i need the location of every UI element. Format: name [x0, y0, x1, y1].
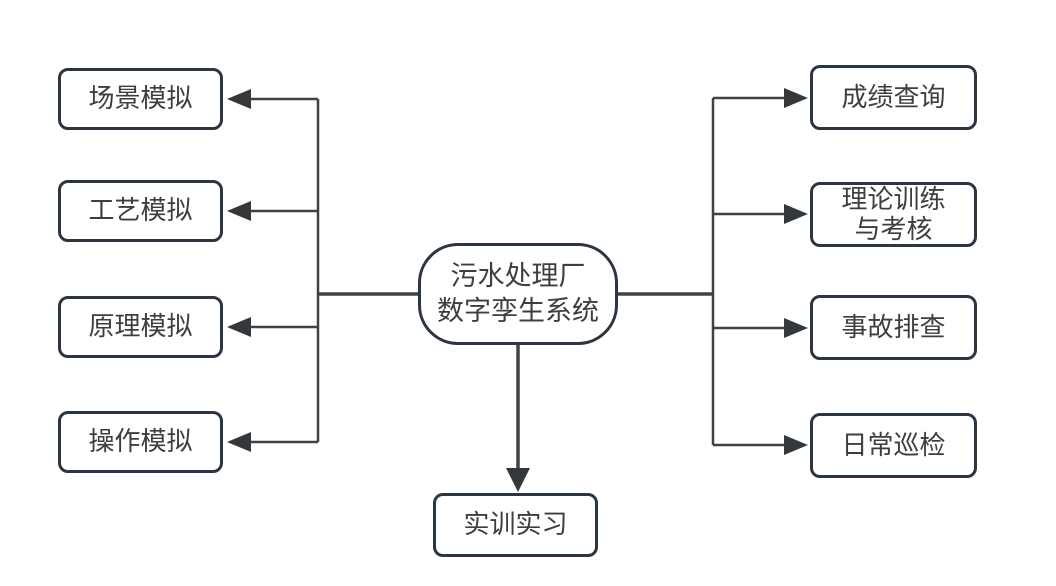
node-operation-simulation-label: 操作模拟	[88, 426, 193, 457]
node-accident-investigation-label: 事故排查	[841, 311, 946, 342]
node-practical-training: 实训实习	[433, 493, 598, 557]
node-daily-inspection: 日常巡检	[810, 413, 977, 478]
right-arrowhead-1	[784, 88, 808, 108]
node-scenario-simulation-label: 场景模拟	[88, 83, 193, 114]
node-operation-simulation: 操作模拟	[58, 411, 223, 473]
right-arrowhead-2	[784, 204, 808, 224]
left-arrowhead-4	[227, 432, 251, 452]
node-daily-inspection-label: 日常巡检	[841, 429, 946, 460]
node-score-query-label: 成绩查询	[841, 81, 946, 112]
node-accident-investigation: 事故排查	[810, 295, 977, 360]
node-principle-simulation-label: 原理模拟	[88, 311, 193, 342]
node-principle-simulation: 原理模拟	[58, 296, 223, 358]
node-theory-training-assessment: 理论训练 与考核	[810, 182, 977, 247]
left-arrowhead-3	[227, 317, 251, 337]
left-arrowhead-2	[227, 201, 251, 221]
left-arrowhead-1	[227, 89, 251, 109]
node-process-simulation-label: 工艺模拟	[88, 195, 193, 226]
node-score-query: 成绩查询	[810, 65, 977, 130]
down-arrowhead	[506, 468, 530, 492]
node-central-digital-twin-system-label: 污水处理厂 数字孪生系统	[437, 260, 599, 326]
node-theory-training-assessment-label: 理论训练 与考核	[841, 183, 946, 244]
right-arrowhead-3	[784, 318, 808, 338]
node-process-simulation: 工艺模拟	[58, 180, 223, 242]
node-central-digital-twin-system: 污水处理厂 数字孪生系统	[418, 243, 618, 345]
node-scenario-simulation: 场景模拟	[58, 68, 223, 130]
node-practical-training-label: 实训实习	[463, 509, 568, 540]
right-arrowhead-4	[784, 435, 808, 455]
